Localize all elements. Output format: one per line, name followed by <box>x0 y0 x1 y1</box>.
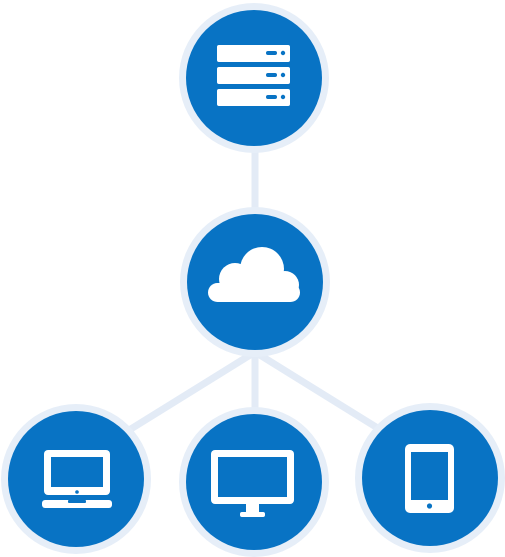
tablet-icon <box>405 444 454 513</box>
node-desktop <box>179 407 329 557</box>
laptop-icon <box>42 450 112 508</box>
node-cloud <box>180 207 330 357</box>
node-laptop <box>1 404 151 554</box>
node-tablet <box>355 403 505 553</box>
link-cloud-tablet <box>251 348 396 441</box>
desktop-monitor-icon <box>211 450 294 517</box>
connectors <box>114 146 396 441</box>
cloud-icon <box>208 247 300 302</box>
node-server <box>179 3 329 153</box>
link-cloud-laptop <box>114 348 259 441</box>
server-icon <box>217 45 290 106</box>
